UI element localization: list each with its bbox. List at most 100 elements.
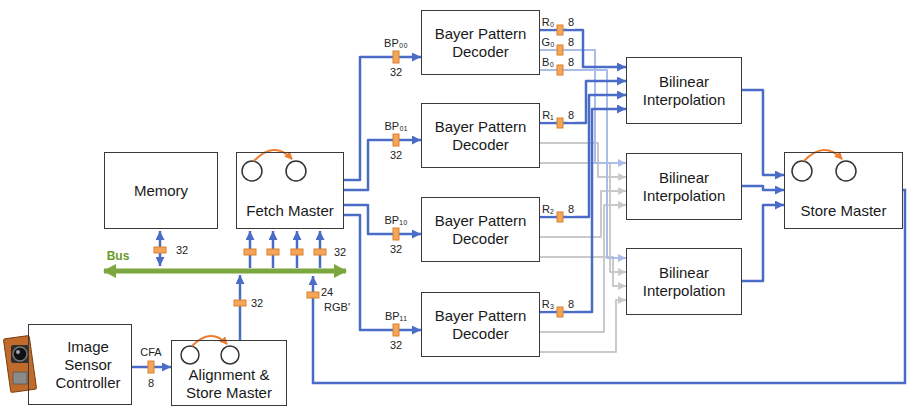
signal-label: R₀ — [541, 16, 556, 29]
bus-width-mark — [244, 249, 256, 255]
data-connector — [742, 186, 784, 190]
interpolation-box: Bilinear Interpolation — [626, 248, 742, 315]
signal-label: R₃ — [541, 298, 555, 311]
decoder-box: Bayer Pattern Decoder — [421, 103, 540, 168]
node-label: Bayer Pattern Decoder — [428, 118, 533, 154]
state-circle — [286, 161, 306, 181]
node-label: Bayer Pattern Decoder — [428, 25, 533, 61]
node-label: Store Master — [801, 202, 887, 220]
bus-width-mark — [557, 25, 563, 35]
signal-label: 32 — [333, 246, 347, 259]
signal-label: R₂ — [541, 203, 555, 216]
data-connector — [540, 95, 626, 217]
data-connector — [344, 57, 421, 180]
state-circle — [242, 161, 262, 181]
signal-label: BP₀₁ — [384, 120, 409, 133]
bus-width-mark — [393, 228, 399, 240]
bus-width-mark — [234, 300, 246, 306]
bus-width-mark — [267, 249, 279, 255]
signal-label: 8 — [567, 36, 575, 49]
bus-width-mark — [307, 292, 319, 298]
bus-wire — [239, 275, 242, 340]
signal-label: 32 — [389, 66, 403, 79]
data-connector — [540, 70, 626, 258]
data-connector — [742, 90, 784, 175]
decoder-box: Bayer Pattern Decoder — [421, 197, 540, 262]
signal-label: 32 — [175, 244, 189, 257]
bus-width-mark — [314, 249, 326, 255]
signal-label: 8 — [147, 377, 155, 390]
signal-label: G₀ — [540, 36, 555, 49]
decoder-box: Bayer Pattern Decoder — [421, 10, 540, 75]
system-bus — [104, 269, 346, 274]
camera-connector — [13, 372, 27, 384]
bus-width-mark — [393, 134, 399, 146]
decoder-box: Bayer Pattern Decoder — [421, 292, 540, 357]
camera-lens — [13, 347, 27, 361]
master-box: Store Master — [784, 152, 903, 229]
signal-label: 8 — [567, 56, 575, 69]
bus-width-mark — [557, 45, 563, 55]
interpolation-box: Bilinear Interpolation — [626, 57, 742, 124]
data-connector — [344, 215, 421, 330]
bus-width-mark — [154, 247, 166, 253]
bus-width-mark — [557, 65, 563, 75]
signal-label: 32 — [389, 339, 403, 352]
signal-label: R₁ — [541, 109, 555, 122]
master-box: Fetch Master — [236, 152, 344, 229]
node-label: Bilinear Interpolation — [633, 264, 735, 300]
data-connector — [344, 205, 421, 234]
memory-box: Memory — [104, 152, 218, 229]
signal-label: RGB′ — [323, 301, 351, 314]
signal-label: 24 — [320, 286, 334, 299]
camera-housing — [11, 345, 29, 363]
signal-label: 8 — [567, 203, 575, 216]
bus-width-mark — [557, 118, 563, 128]
signal-label: CFA — [139, 346, 162, 359]
signal-label: 32 — [389, 149, 403, 162]
interpolation-box: Bilinear Interpolation — [626, 153, 742, 220]
handshake-symbol — [792, 150, 856, 181]
data-connector — [540, 191, 626, 237]
bus-width-mark — [393, 324, 399, 336]
bus-width-mark — [291, 249, 303, 255]
data-connector — [540, 81, 626, 123]
camera-icon — [3, 335, 36, 392]
signal-label: 32 — [389, 243, 403, 256]
node-label: Fetch Master — [246, 202, 334, 220]
node-label: Memory — [134, 182, 188, 200]
signal-label: BP₀₀ — [383, 37, 409, 50]
node-label: Image Sensor Controller — [51, 338, 125, 392]
node-label: Bilinear Interpolation — [633, 169, 735, 205]
signal-label: 32 — [250, 297, 264, 310]
node-label: Bayer Pattern Decoder — [428, 307, 533, 343]
state-circle — [181, 346, 199, 364]
signal-label: B₀ — [541, 56, 555, 69]
state-circle — [836, 161, 856, 181]
node-label: Bilinear Interpolation — [633, 73, 735, 109]
lens-glint — [16, 350, 20, 354]
handshake-symbol — [242, 150, 306, 181]
data-connector — [540, 109, 626, 312]
node-label: Bayer Pattern Decoder — [428, 212, 533, 248]
signal-label: BP₁₁ — [384, 310, 408, 323]
data-connector — [540, 257, 626, 286]
camera-board — [3, 335, 36, 392]
state-circle — [792, 161, 812, 181]
signal-label: BP₁₀ — [384, 214, 409, 227]
signal-label: 8 — [567, 109, 575, 122]
bus-width-mark — [557, 307, 563, 317]
master-box: Alignment & Store Master — [171, 340, 287, 406]
bus-width-mark — [557, 212, 563, 222]
state-circle — [221, 346, 239, 364]
data-connector — [344, 140, 421, 190]
bus-width-mark — [393, 51, 399, 63]
signal-label: 8 — [567, 298, 575, 311]
bus-name: Bus — [106, 250, 131, 264]
data-connector — [540, 143, 626, 177]
signal-label: 8 — [567, 16, 575, 29]
sensor-box: Image Sensor Controller — [28, 324, 132, 405]
node-label: Alignment & Store Master — [178, 366, 280, 402]
